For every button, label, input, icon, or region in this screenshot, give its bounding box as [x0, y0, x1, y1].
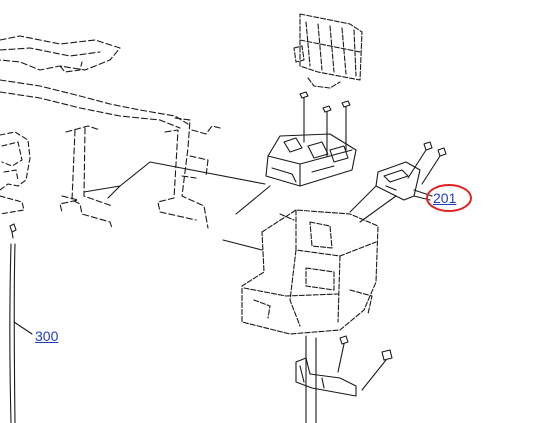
connection-lines: [83, 161, 271, 251]
carriage-head-block: [265, 133, 357, 187]
callout-link-300[interactable]: 300: [35, 328, 59, 344]
plate-201: [375, 161, 431, 201]
middle-bracket: [157, 117, 221, 229]
cable-300-b: [13, 243, 16, 423]
bottom-bracket: [295, 357, 357, 397]
left-bracket: [59, 125, 113, 229]
left-side-assembly: [0, 131, 31, 215]
main-frame-assembly: [241, 209, 379, 335]
leader-300: [13, 321, 33, 335]
highlight-ring-201: [426, 184, 472, 212]
leader-201: [413, 189, 433, 197]
upper-frame-arm: [0, 35, 189, 129]
cable-300: [9, 243, 12, 423]
top-cover: [293, 13, 363, 89]
screws-diagonal: [407, 141, 447, 185]
screws-bottom: [337, 335, 393, 391]
left-screw: [9, 223, 17, 239]
plate-guide-lines: [349, 185, 397, 223]
callout-link-201[interactable]: 201: [433, 190, 457, 206]
